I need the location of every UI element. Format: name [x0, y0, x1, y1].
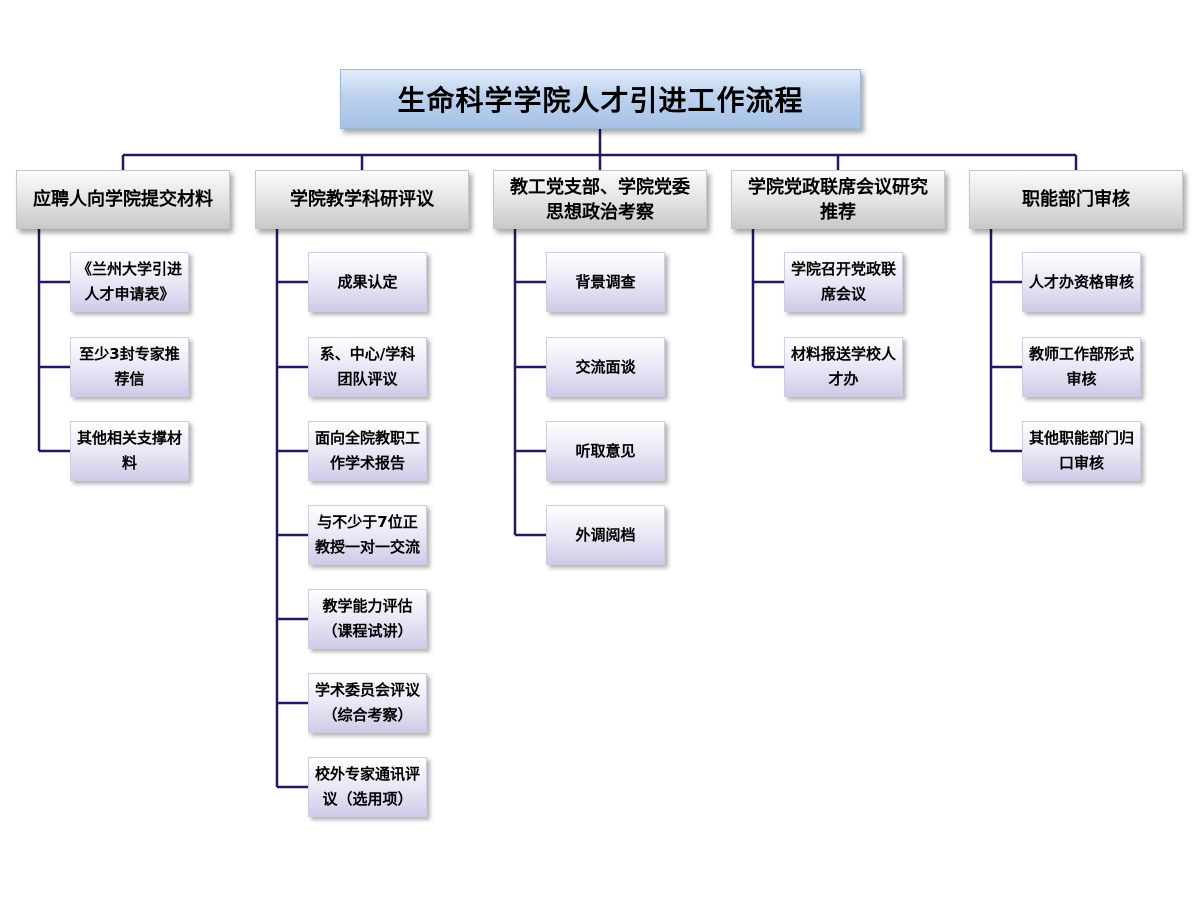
step-supporting-materials: 其他相关支撑材料 [70, 421, 189, 481]
category-department-audit: 职能部门审核 [969, 170, 1183, 229]
step-opinion-gathering: 听取意见 [546, 421, 665, 481]
step-formal-audit: 教师工作部形式审核 [1022, 337, 1141, 397]
step-application-form: 《兰州大学引进人才申请表》 [70, 252, 189, 312]
step-committee-review: 学术委员会评议（综合考察） [308, 673, 427, 733]
step-academic-report: 面向全院教职工作学术报告 [308, 421, 427, 481]
category-submit-materials: 应聘人向学院提交材料 [16, 170, 230, 229]
step-interview: 交流面谈 [546, 337, 665, 397]
step-external-review: 校外专家通讯评议（选用项） [308, 757, 427, 817]
step-submit-to-office: 材料报送学校人才办 [784, 337, 903, 397]
step-professor-exchange: 与不少于7位正教授一对一交流 [308, 505, 427, 565]
step-achievement-recognition: 成果认定 [308, 252, 427, 312]
step-background-check: 背景调查 [546, 252, 665, 312]
category-joint-meeting: 学院党政联席会议研究推荐 [731, 170, 945, 229]
step-file-review: 外调阅档 [546, 505, 665, 565]
diagram-title: 生命科学学院人才引进工作流程 [340, 69, 861, 129]
step-qualification-audit: 人才办资格审核 [1022, 252, 1141, 312]
step-joint-meeting: 学院召开党政联席会议 [784, 252, 903, 312]
step-other-dept-audit: 其他职能部门归口审核 [1022, 421, 1141, 481]
step-teaching-evaluation: 教学能力评估（课程试讲） [308, 589, 427, 649]
step-recommendation-letters: 至少3封专家推荐信 [70, 337, 189, 397]
category-academic-review: 学院教学科研评议 [255, 170, 469, 229]
step-team-review: 系、中心/学科团队评议 [308, 337, 427, 397]
category-political-review: 教工党支部、学院党委思想政治考察 [493, 170, 707, 229]
